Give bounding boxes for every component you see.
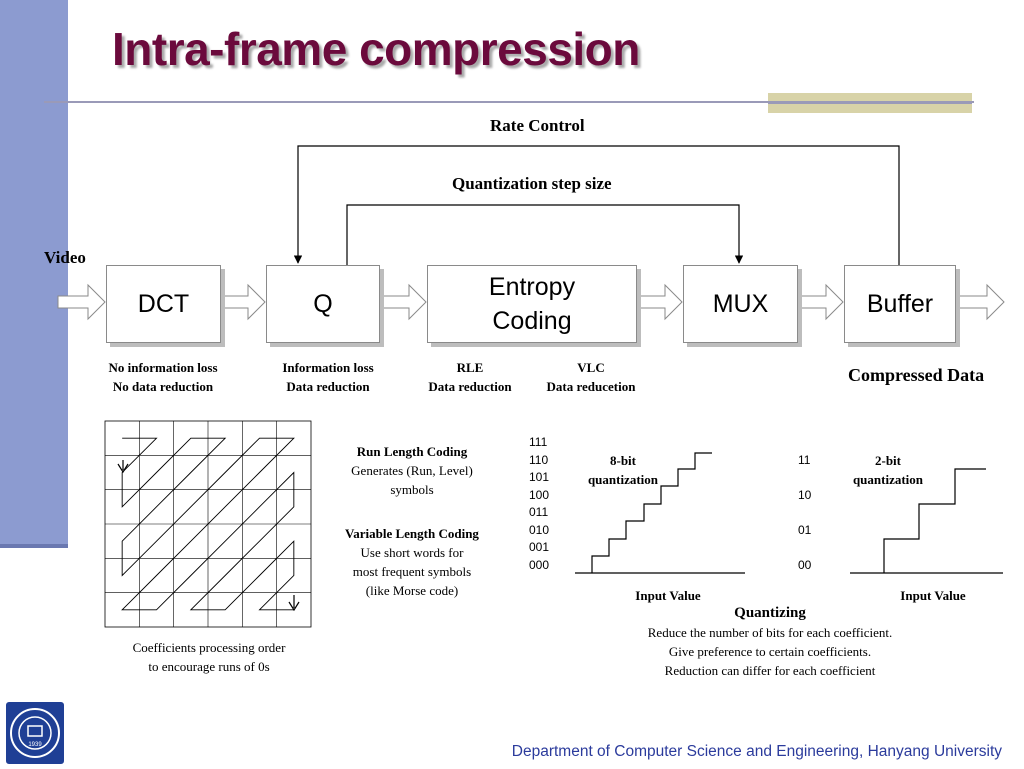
graph8-xlabel: Input Value bbox=[635, 588, 701, 603]
vlc-note-line-1: VLC bbox=[577, 360, 605, 375]
zigzag-caption-line-1: Coefficients processing order bbox=[132, 640, 286, 655]
rle-note: RLE Data reduction bbox=[414, 358, 526, 396]
quantizing-line-2: Give preference to certain coefficients. bbox=[668, 644, 872, 659]
rlc-line-1: Generates (Run, Level) bbox=[351, 463, 473, 478]
slide-title: Intra-frame compression bbox=[112, 23, 640, 75]
arrow-dct-q bbox=[219, 283, 266, 321]
zigzag-scan-grid bbox=[104, 420, 312, 628]
graph8-level: 011 bbox=[529, 505, 549, 519]
vlc-line-2: most frequent symbols bbox=[352, 564, 472, 579]
quantizing-description: Quantizing Reduce the number of bits for… bbox=[600, 603, 940, 680]
rlc-line-2: symbols bbox=[390, 482, 434, 497]
title-rule-accent-line bbox=[768, 101, 972, 104]
rate-control-line bbox=[293, 145, 900, 265]
graph8-level: 000 bbox=[529, 557, 550, 572]
graph2-level: 11 bbox=[798, 453, 811, 467]
q-note-line-2: Data reduction bbox=[286, 379, 370, 394]
graph8-title-line-2: quantization bbox=[587, 472, 659, 487]
graph2-title: 2-bit quantization bbox=[843, 451, 933, 489]
footer-department: Department of Computer Science and Engin… bbox=[511, 743, 1002, 760]
dct-note-line-2: No data reduction bbox=[112, 379, 214, 394]
sidebar-edge bbox=[0, 544, 68, 548]
quant-step-line bbox=[346, 204, 744, 265]
graph8-staircase bbox=[591, 452, 712, 573]
quantizing-line-1: Reduce the number of bits for each coeff… bbox=[647, 625, 893, 640]
sidebar-band bbox=[0, 0, 68, 548]
arrow-entropy-mux bbox=[635, 283, 683, 321]
rlc-title: Run Length Coding bbox=[356, 444, 468, 459]
vlc-note: VLC Data reducetion bbox=[531, 358, 651, 396]
entropy-block-line-2: Coding bbox=[492, 307, 572, 335]
rle-note-line-1: RLE bbox=[456, 360, 484, 375]
q-block-label: Q bbox=[313, 290, 333, 318]
buffer-block-label: Buffer bbox=[866, 290, 934, 318]
dct-note: No information loss No data reduction bbox=[92, 358, 234, 396]
dct-note-line-1: No information loss bbox=[108, 360, 218, 375]
quantizing-line-3: Reduction can differ for each coefficien… bbox=[664, 663, 876, 678]
graph8-title: 8-bit quantization bbox=[578, 451, 668, 489]
graph8-level: 111 bbox=[529, 435, 548, 449]
graph8-level: 110 bbox=[529, 452, 549, 467]
graph8-levels: 111 110 101 100 011 010 001 000 bbox=[529, 434, 549, 574]
graph2-level: 01 bbox=[798, 523, 812, 537]
arrow-buffer-output bbox=[954, 283, 1005, 321]
rle-note-line-2: Data reduction bbox=[428, 379, 512, 394]
dct-block-label: DCT bbox=[137, 290, 190, 318]
vlc-description: Variable Length Coding Use short words f… bbox=[322, 524, 502, 600]
graph8-level: 100 bbox=[529, 487, 550, 502]
quantizing-heading: Quantizing bbox=[734, 605, 806, 621]
seal-year: 1939 bbox=[28, 742, 42, 748]
title-rule bbox=[44, 101, 974, 103]
vlc-title: Variable Length Coding bbox=[345, 526, 479, 541]
dct-block: DCT bbox=[106, 265, 221, 343]
entropy-block-line-1: Entropy bbox=[488, 273, 576, 301]
mux-block-label: MUX bbox=[712, 290, 769, 318]
graph8-level: 001 bbox=[529, 540, 550, 554]
arrow-q-entropy bbox=[378, 283, 427, 321]
zigzag-caption-line-2: to encourage runs of 0s bbox=[148, 659, 270, 674]
graph8-level: 101 bbox=[529, 470, 550, 484]
q-note: Information loss Data reduction bbox=[262, 358, 394, 396]
arrow-video-dct bbox=[57, 283, 106, 321]
entropy-coding-block: Entropy Coding bbox=[427, 265, 637, 343]
video-input-label: Video bbox=[44, 248, 86, 267]
graph2-xlabel: Input Value bbox=[900, 588, 966, 603]
rlc-description: Run Length Coding Generates (Run, Level)… bbox=[322, 442, 502, 499]
q-note-line-1: Information loss bbox=[282, 360, 374, 375]
university-seal-logo: 1939 bbox=[6, 702, 64, 764]
rate-control-label: Rate Control bbox=[490, 116, 585, 135]
graph2-level: 00 bbox=[798, 558, 812, 572]
zigzag-caption: Coefficients processing order to encoura… bbox=[104, 638, 314, 676]
graph8-level: 010 bbox=[529, 522, 550, 537]
graph2-level: 10 bbox=[798, 488, 812, 502]
vlc-line-3: (like Morse code) bbox=[365, 583, 459, 598]
graph2-title-line-1: 2-bit bbox=[875, 453, 901, 468]
vlc-line-1: Use short words for bbox=[360, 545, 464, 560]
graph2-title-line-2: quantization bbox=[852, 472, 924, 487]
graph2-staircase bbox=[883, 468, 986, 573]
mux-block: MUX bbox=[683, 265, 798, 343]
vlc-note-line-2: Data reducetion bbox=[546, 379, 636, 394]
buffer-block: Buffer bbox=[844, 265, 956, 343]
quant-step-label: Quantization step size bbox=[452, 174, 612, 193]
seal-icon: 1939 bbox=[10, 708, 60, 758]
compressed-data-label: Compressed Data bbox=[848, 365, 985, 385]
arrow-mux-buffer bbox=[796, 283, 844, 321]
graph8-title-line-1: 8-bit bbox=[610, 453, 636, 468]
q-block: Q bbox=[266, 265, 380, 343]
